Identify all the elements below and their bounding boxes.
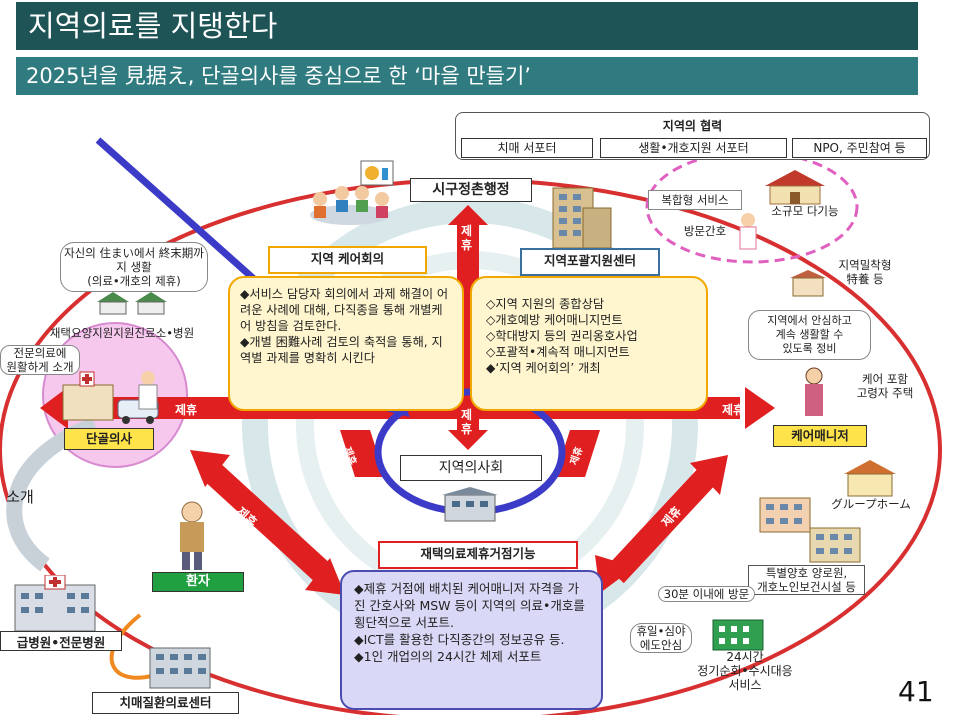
specialist-referral-bubble: 전문의료에 원활하게 소개 [0, 345, 80, 375]
dementia-center-icon [149, 647, 211, 689]
nurse-icon [739, 213, 757, 250]
association-building-icon [442, 487, 498, 522]
support-item: ◇학대방지 등의 권리옹호사업 [486, 329, 638, 343]
small-left-arrow [340, 430, 385, 477]
patient-label: 환자 [152, 572, 244, 592]
clinic-icon [62, 371, 159, 424]
link-label-left: 제휴 [175, 403, 198, 417]
house-icon [765, 170, 825, 205]
care-supporter: 생활•개호지원 서포터 [600, 138, 787, 158]
care-meeting-text: ◆서비스 담당자 회의에서 과제 해결이 어려운 사례에 대해, 다직종을 통해… [228, 276, 464, 411]
care-facility-icon [759, 497, 811, 533]
hospital-icon [14, 575, 96, 632]
group-home-icon [844, 460, 896, 497]
hospitals-label: 급병원•전문병원 [0, 631, 122, 651]
care-manager-label: 케어매니저 [773, 425, 867, 447]
dementia-center-label: 치매질환의료센터 [92, 692, 239, 714]
dementia-supporter: 치매 서포터 [461, 138, 593, 158]
service-24-label: 24시간 정기순회•수시대응 서비스 [697, 650, 793, 692]
homes-icon [97, 292, 167, 315]
municipality-label: 시구정촌행정 [410, 178, 532, 202]
page-number: 41 [898, 675, 934, 708]
link-label-center: 제휴 [461, 408, 473, 436]
meeting-icon [310, 186, 390, 225]
living-support-bubble: 지역에서 안심하고 계속 생활할 수 있도록 정비 [748, 310, 871, 360]
support-item: ◇포괄적•계속적 매니지먼트 [486, 345, 630, 359]
combined-service-tag: 복합형 서비스 [648, 190, 742, 210]
service-station-icon [712, 619, 764, 651]
care-housing-label: 케어 포함 고령자 주택 [856, 372, 914, 400]
care-meeting-title: 지역 케어회의 [268, 246, 427, 274]
family-doctor-label: 단골의사 [64, 428, 154, 450]
page-title: 지역의료를 지탱한다 [16, 2, 918, 50]
visiting-nurse-label: 방문간호 [683, 224, 727, 238]
group-home-label: グループホーム [831, 497, 911, 511]
special-nursing-label: 특별양호 양로원, 개호노인보건시설 등 [748, 565, 865, 595]
cooperation-title: 지역의 협력 [662, 119, 723, 133]
facility-icon [790, 270, 826, 297]
chart-board-icon [360, 160, 394, 186]
link-label-right: 제휴 [722, 403, 745, 417]
regional-facility-label: 지역밀착형 特養 등 [838, 258, 892, 286]
link-label-top: 제휴 [461, 224, 473, 252]
home-care-clinic-label: 재택요양지원지원진료소•병원 [49, 326, 195, 340]
npo-participation: NPO, 주민참여 등 [792, 138, 927, 158]
medical-association-label: 지역의사회 [400, 455, 542, 481]
diag-left-arrow [201, 461, 334, 584]
nursing-home-icon [809, 527, 861, 563]
support-center-box: ◇지역 지원의 종합상담 ◇개호예방 케어매니지먼트 ◇학대방지 등의 권리옹호… [470, 276, 708, 411]
diag-right-arrow [606, 464, 719, 584]
within-30-bubble: 30분 이내에 방문 [658, 586, 755, 602]
day-night-bubble: 휴일•심야 에도안심 [630, 623, 692, 653]
home-base-title: 재택의료제휴거점기능 [378, 541, 578, 569]
page-subtitle: 2025년을 見据え, 단골의사를 중심으로 한 ‘마을 만들기’ [16, 57, 918, 95]
support-item: ◇개호예방 케어매니지먼트 [486, 313, 623, 327]
home-base-text: ◆제휴 거점에 배치된 케어매니저 자격을 가진 간호사와 MSW 등이 지역의… [340, 570, 603, 710]
small-right-arrow [555, 430, 600, 477]
office-building-icon [552, 187, 612, 249]
care-manager-icon [805, 367, 823, 416]
support-item: ◆‘지역 케어회의’ 개최 [486, 361, 601, 375]
support-item: ◇지역 지원의 종합상담 [486, 297, 605, 311]
patient-icon [180, 501, 204, 570]
small-scale-label: 소규모 다기능 [771, 204, 839, 218]
home-life-bubble: 자신의 住まい에서 終末期까지 생활 (의료•개호의 제휴) [60, 242, 208, 292]
introduce-label: 소개 [6, 488, 34, 506]
support-center-title: 지역포괄지원센터 [520, 248, 660, 276]
doctor-icon [138, 371, 158, 410]
